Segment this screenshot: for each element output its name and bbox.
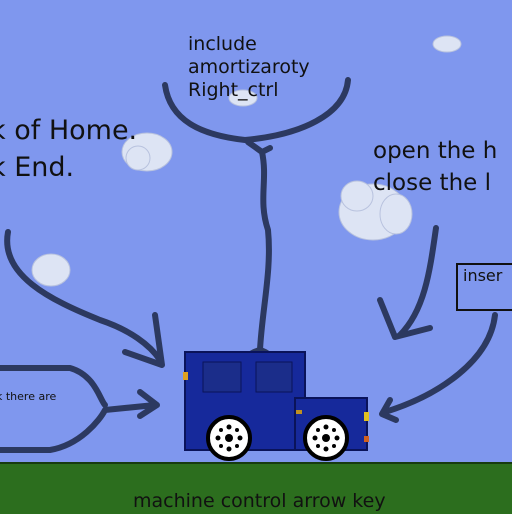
- arrow-down-right-head: [377, 297, 433, 340]
- hint-text-right: open the h close the l: [373, 135, 497, 199]
- hint-text-left: k of Home. k End.: [0, 112, 137, 186]
- wheel-front: [303, 415, 349, 461]
- cloud-right: [338, 180, 413, 241]
- hint-right-line1: open the h: [373, 138, 498, 164]
- hint-left-line1: k of Home.: [0, 115, 138, 146]
- vehicle-side-light: [296, 410, 302, 414]
- ground: [0, 462, 512, 514]
- arrow-right-loop-stroke: [0, 365, 158, 453]
- hint-top-line3: Right_ctrl: [188, 79, 279, 101]
- arrow-down-left-stroke: [4, 229, 163, 363]
- hint-top-line2: amortizaroty: [188, 56, 310, 78]
- vehicle-window-left: [202, 361, 242, 393]
- wheel-rear: [206, 415, 252, 461]
- ground-hint-text: machine control arrow key: [133, 490, 386, 512]
- funnel-stroke: [162, 77, 351, 143]
- rope-stroke: [245, 139, 273, 353]
- hint-text-small: k there are: [0, 390, 57, 403]
- insert-key-box: [456, 263, 512, 311]
- arrow-insert-stroke: [382, 312, 498, 415]
- vehicle-taillight: [183, 372, 188, 380]
- arrow-right-head: [137, 389, 160, 419]
- insert-key-label: inser: [463, 266, 503, 285]
- cloud-center-left: [121, 132, 173, 172]
- vehicle-window-right: [255, 361, 293, 393]
- arrow-down-left-head: [122, 312, 165, 368]
- vehicle-bumper-light: [364, 436, 369, 442]
- cloud-near-text: [228, 89, 258, 107]
- hint-right-line2: close the l: [373, 170, 491, 196]
- arrow-insert-head: [379, 397, 399, 423]
- cloud-top-right: [432, 35, 462, 53]
- hint-left-line2: k End.: [0, 152, 75, 183]
- hint-top-line1: include: [188, 33, 257, 55]
- vehicle: [183, 351, 369, 461]
- vehicle-headlight: [364, 412, 369, 421]
- cloud-left: [31, 253, 71, 287]
- arrow-down-right-stroke: [397, 225, 439, 338]
